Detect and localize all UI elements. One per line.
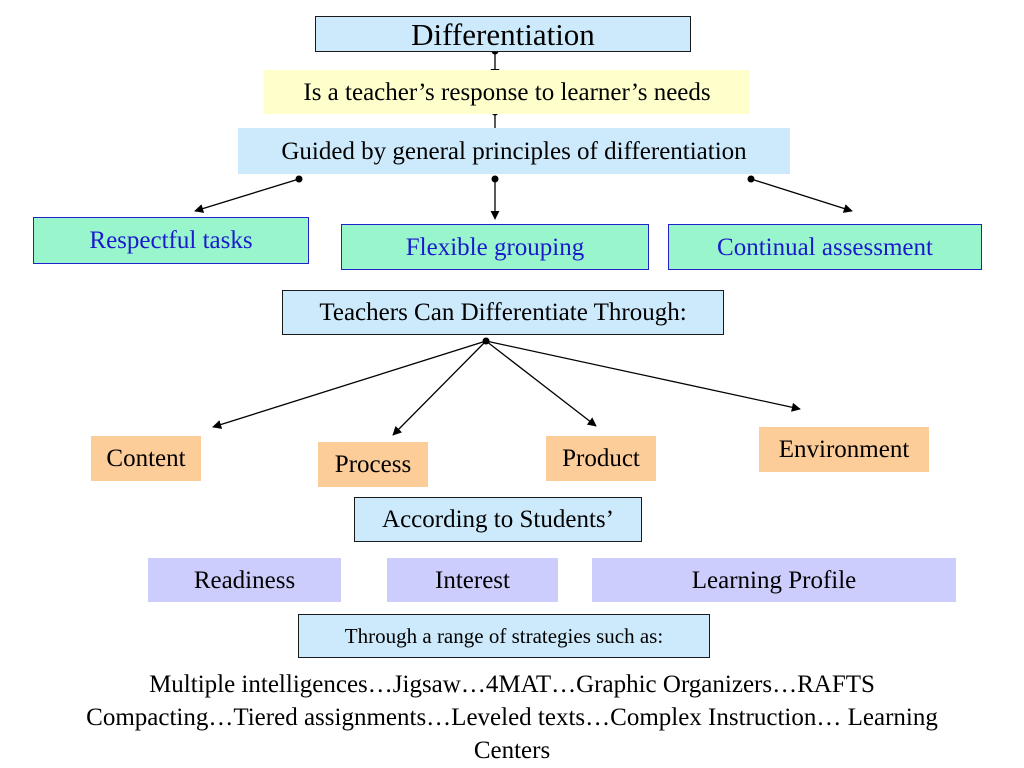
interest-box: Interest [387, 558, 558, 602]
response-box: Is a teacher’s response to learner’s nee… [264, 70, 750, 114]
principles-box: Guided by general principles of differen… [238, 128, 790, 174]
strategies-list: Multiple intelligences…Jigsaw…4MAT…Graph… [0, 668, 1024, 767]
strategies-line-2: Compacting…Tiered assignments…Leveled te… [86, 704, 938, 731]
connector-principles-continual [747, 175, 853, 213]
strategies-line-3: Centers [473, 737, 551, 764]
connector-principles-respectful [194, 175, 303, 213]
continual-assessment-box: Continual assessment [668, 224, 982, 270]
title-box: Differentiation [315, 16, 691, 52]
process-box: Process [318, 442, 428, 487]
content-box: Content [91, 436, 201, 481]
differentiate-through-box: Teachers Can Differentiate Through: [282, 290, 724, 335]
according-to-students-box: According to Students’ [354, 497, 642, 542]
strategies-header-box: Through a range of strategies such as: [298, 614, 710, 658]
readiness-box: Readiness [148, 558, 341, 602]
connector-through-branches [212, 337, 801, 436]
connector-principles-flexible [490, 175, 500, 220]
respectful-tasks-box: Respectful tasks [33, 217, 309, 264]
environment-box: Environment [759, 427, 929, 472]
learning-profile-box: Learning Profile [592, 558, 956, 602]
product-box: Product [546, 436, 656, 481]
strategies-line-1: Multiple intelligences…Jigsaw…4MAT…Graph… [149, 671, 875, 698]
flexible-grouping-box: Flexible grouping [341, 224, 649, 270]
